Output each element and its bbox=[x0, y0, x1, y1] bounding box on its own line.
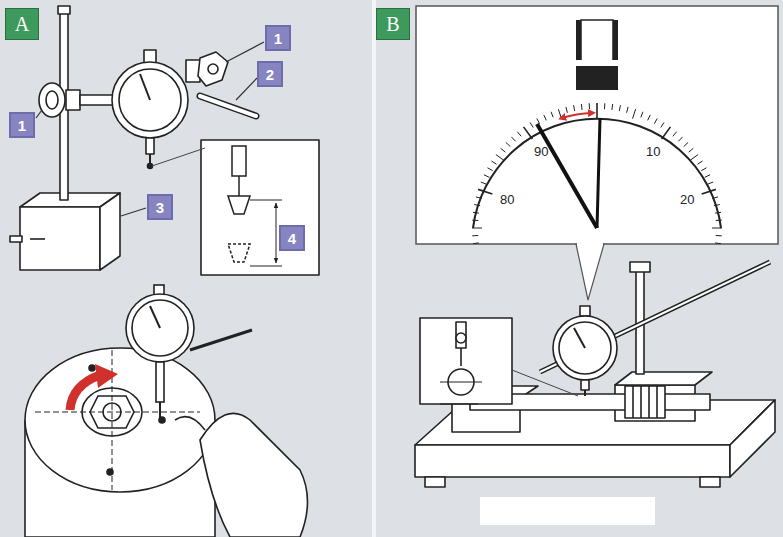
dial-tick bbox=[689, 148, 694, 152]
callout-number: 3 bbox=[147, 194, 173, 220]
dial-tick bbox=[697, 161, 702, 164]
dial-tick bbox=[517, 132, 521, 137]
dial-tick bbox=[566, 107, 567, 113]
dial-tick bbox=[558, 109, 561, 119]
dial-tick bbox=[487, 168, 492, 171]
callout-number: 2 bbox=[257, 61, 283, 87]
dial-tick bbox=[611, 104, 613, 110]
dial-tick bbox=[604, 103, 605, 109]
dial-tick bbox=[589, 103, 590, 109]
dial-tick bbox=[530, 122, 533, 127]
dial-tick bbox=[551, 112, 553, 118]
dial-tick bbox=[472, 235, 478, 236]
panel-letter-text: A bbox=[15, 14, 29, 34]
callout-text: 4 bbox=[288, 231, 296, 246]
callout-text: 2 bbox=[266, 67, 274, 82]
dial-tick bbox=[715, 242, 721, 244]
dial-tick bbox=[705, 175, 710, 178]
dial-tick bbox=[690, 155, 698, 161]
dial-number: 90 bbox=[534, 144, 548, 159]
dial-number: 20 bbox=[680, 192, 694, 207]
dial-tick bbox=[481, 182, 487, 184]
dial-tick bbox=[633, 109, 636, 119]
dial-tick bbox=[684, 142, 688, 146]
dial-tick bbox=[537, 118, 540, 123]
dial-tick bbox=[581, 104, 583, 110]
dial-tick bbox=[702, 189, 716, 194]
dial-tick bbox=[574, 105, 575, 111]
callout-number: 4 bbox=[279, 225, 305, 251]
callout-text: 3 bbox=[156, 200, 164, 215]
dial-tick bbox=[627, 107, 628, 113]
callout-number: 1 bbox=[9, 112, 35, 138]
dial-tick bbox=[491, 161, 496, 164]
dial-tick bbox=[678, 137, 682, 141]
dial-tick bbox=[701, 168, 706, 171]
dial-tick bbox=[648, 115, 651, 120]
dial-tick bbox=[511, 137, 515, 141]
callout-number: 1 bbox=[265, 25, 291, 51]
dial-tick bbox=[619, 105, 620, 111]
dial-tick bbox=[484, 175, 489, 178]
dial-tick bbox=[716, 235, 722, 236]
dial-number: 80 bbox=[500, 192, 514, 207]
dial-tick bbox=[501, 148, 506, 152]
dial-tick bbox=[544, 115, 547, 120]
dial-tick bbox=[673, 132, 677, 137]
panel-letter: B bbox=[376, 8, 410, 40]
panel-letter: A bbox=[5, 8, 39, 40]
dial-tick bbox=[596, 103, 598, 118]
dial-tick bbox=[708, 182, 714, 184]
dial-tick bbox=[641, 112, 643, 118]
dial-tick bbox=[654, 118, 657, 123]
panel-letter-text: B bbox=[386, 14, 399, 34]
dial-tick bbox=[473, 242, 479, 244]
dial-tick bbox=[661, 122, 664, 127]
dial-number: 10 bbox=[646, 144, 660, 159]
callout-text: 1 bbox=[274, 31, 282, 46]
dial-tick bbox=[478, 189, 492, 194]
callout-text: 1 bbox=[18, 118, 26, 133]
dial-tick bbox=[496, 155, 504, 161]
dial-tick bbox=[506, 142, 510, 146]
